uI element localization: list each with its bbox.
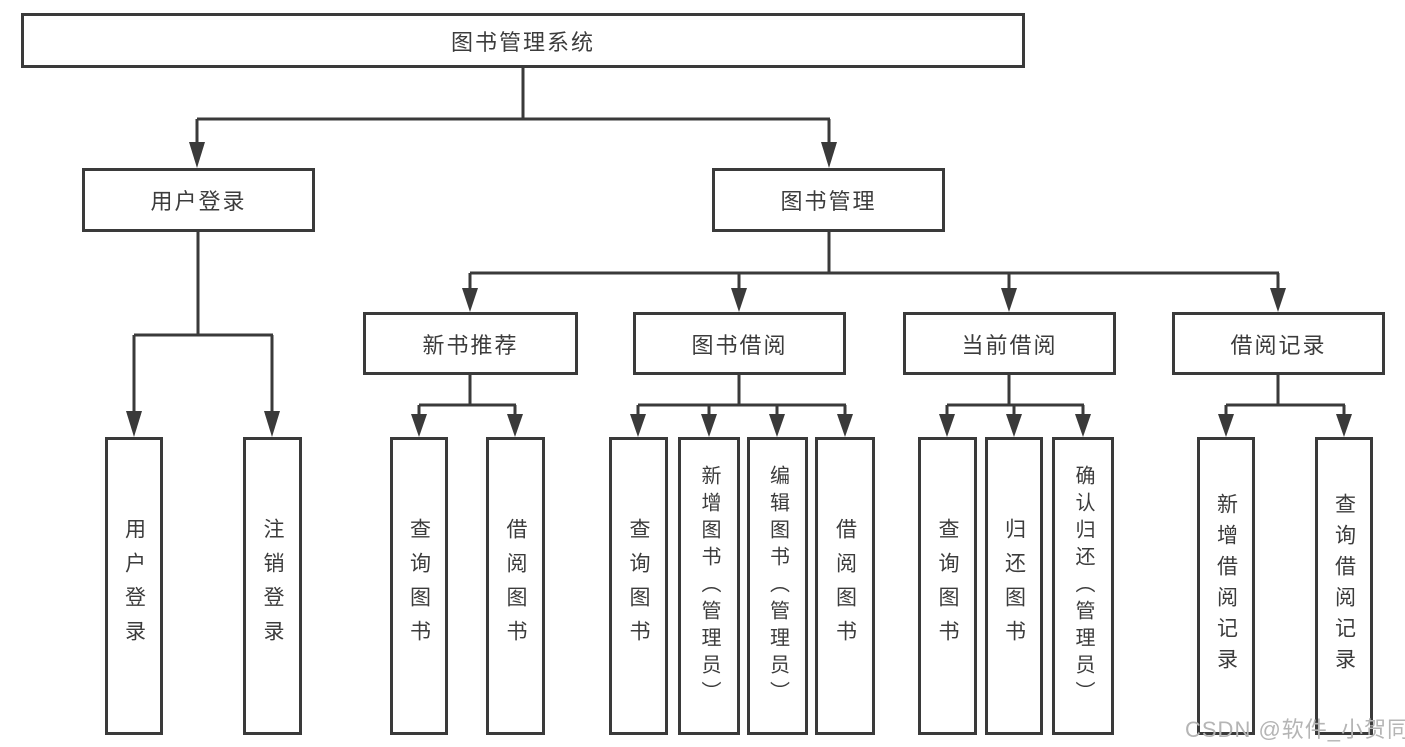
node-leaf-edit-books-admin: 编辑图书（管理员） [747, 437, 808, 735]
node-leaf-query-books-3: 查询图书 [918, 437, 977, 735]
node-leaf-query-books-1: 查询图书 [390, 437, 448, 735]
node-book-borrowing: 图书借阅 [633, 312, 846, 375]
node-leaf-add-books-admin: 新增图书（管理员） [678, 437, 740, 735]
node-leaf-user-login: 用户登录 [105, 437, 163, 735]
node-leaf-borrow-books-1: 借阅图书 [486, 437, 545, 735]
node-leaf-logout: 注销登录 [243, 437, 302, 735]
csdn-watermark: CSDN @软件_小贺同学 [1185, 717, 1405, 742]
node-current-borrowing: 当前借阅 [903, 312, 1116, 375]
node-leaf-return-books: 归还图书 [985, 437, 1043, 735]
node-leaf-confirm-return-admin: 确认归还（管理员） [1052, 437, 1114, 735]
node-borrowing-records: 借阅记录 [1172, 312, 1385, 375]
node-leaf-query-borrow-record: 查询借阅记录 [1315, 437, 1373, 735]
node-book-management-branch: 图书管理 [712, 168, 945, 232]
node-leaf-add-borrow-record: 新增借阅记录 [1197, 437, 1255, 735]
node-leaf-query-books-2: 查询图书 [609, 437, 668, 735]
node-leaf-borrow-books-2: 借阅图书 [815, 437, 875, 735]
node-library-management-system: 图书管理系统 [21, 13, 1025, 68]
node-user-login-branch: 用户登录 [82, 168, 315, 232]
node-new-book-recommendation: 新书推荐 [363, 312, 578, 375]
